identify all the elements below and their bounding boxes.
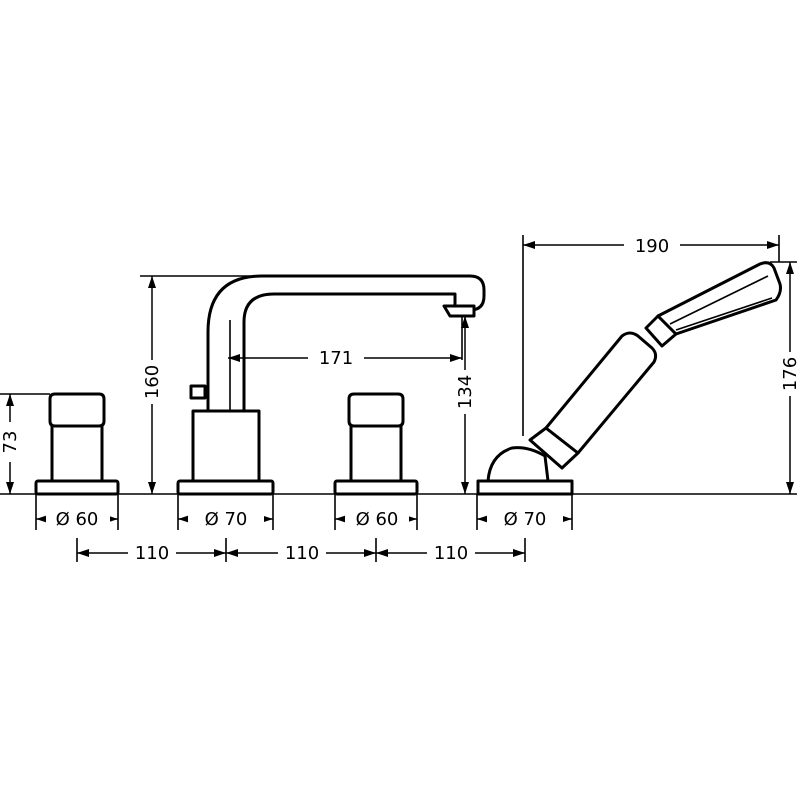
shower-holder-cone <box>486 446 550 483</box>
spout-outlet <box>442 304 476 318</box>
dim-base-handle-right: Ø 60 <box>356 509 399 530</box>
spout <box>176 274 486 496</box>
dim-shower-reach: 190 <box>635 236 669 257</box>
dim-base-handle-left: Ø 60 <box>56 509 99 530</box>
shower-head <box>656 261 782 336</box>
dim-spout-outlet-height: 134 <box>455 375 476 409</box>
shower-holder-base <box>476 479 574 496</box>
left-handle-knob <box>48 392 106 428</box>
spout-column <box>191 409 261 483</box>
dim-spacing-3: 110 <box>434 543 468 564</box>
shower-handle <box>544 331 658 455</box>
dim-spout-length: 171 <box>319 348 353 369</box>
dim-shower-height: 176 <box>780 357 800 391</box>
dimension-labels: 73 160 134 176 171 190 Ø 60 Ø 70 Ø 60 Ø … <box>0 236 800 564</box>
dim-spacing-1: 110 <box>135 543 169 564</box>
shower-head-face-line <box>675 297 773 331</box>
dim-spacing-2: 110 <box>285 543 319 564</box>
left-handle-base <box>34 479 120 496</box>
shower-head-face-line-2 <box>669 275 769 325</box>
spout-arm <box>206 274 486 413</box>
right-handle-knob <box>347 392 405 428</box>
label-masks <box>0 234 800 564</box>
spout-diverter-knob <box>189 384 207 400</box>
hand-shower <box>476 261 782 496</box>
right-handle <box>333 392 419 496</box>
dim-base-spout: Ø 70 <box>205 509 248 530</box>
right-handle-base <box>333 479 419 496</box>
dim-spout-height: 160 <box>142 365 163 399</box>
spout-base <box>176 479 275 496</box>
left-handle <box>34 392 120 496</box>
dim-handle-height: 73 <box>0 431 21 454</box>
dim-base-shower: Ø 70 <box>504 509 547 530</box>
right-handle-body <box>349 423 403 483</box>
left-handle-body <box>50 423 104 483</box>
